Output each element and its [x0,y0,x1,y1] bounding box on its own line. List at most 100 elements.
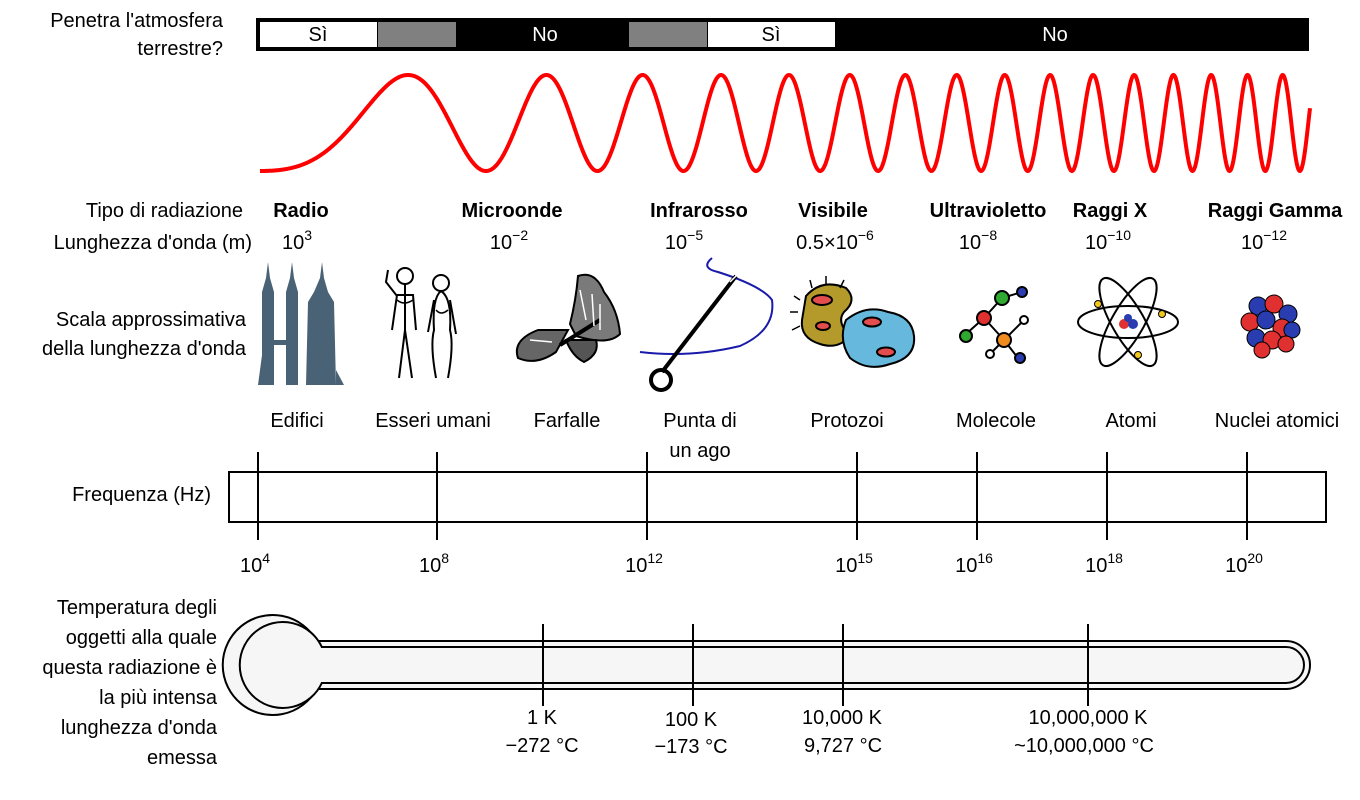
humans-icon [384,267,457,379]
temperature-label-line-4: la più intensa [99,687,218,709]
wavelength-radio-base: 10 [282,232,304,254]
scale-label-punta-line-2: un ago [669,440,730,462]
temperature-tick-lines [542,624,1089,706]
scale-label-punta-line-1: Punta di [663,410,736,432]
needle-icon [639,257,774,392]
protozoa-icon [790,276,916,368]
frequency-tick-2-exp: 8 [441,550,449,566]
wavelength-visibile-base: 0.5×10 [796,232,858,254]
frequency-tick-1-exp: 4 [262,550,270,566]
wavelength-infrarosso-base: 10 [665,232,687,254]
wavelength-visibile: 0.5×10−6 [796,227,874,254]
atmosphere-segment-gray-1 [378,22,456,47]
atmosphere-label-line-2: terrestre? [137,38,223,60]
frequency-tick-4-base: 10 [835,555,857,577]
atmosphere-segment-gray-2 [629,22,707,47]
wavelength-ultravioletto: 10−8 [959,227,997,254]
temperature-tick-2-kelvin: 100 K [665,709,718,731]
frequency-tick-label-2: 108 [419,550,449,577]
frequency-tick-label-7: 1020 [1225,550,1263,577]
temperature-tick-4-celsius: ~10,000,000 °C [1014,735,1154,757]
frequency-tick-label-4: 1015 [835,550,873,577]
frequency-tick-6-base: 10 [1085,555,1107,577]
frequency-tick-label-1: 104 [240,550,270,577]
frequency-tick-6-exp: 18 [1107,550,1123,566]
temperature-label-line-1: Temperatura degli [57,597,217,619]
temperature-tick-1-kelvin: 1 K [527,707,558,729]
type-ultravioletto: Ultravioletto [930,200,1047,222]
wavelength-ultravioletto-exp: −8 [981,227,997,243]
scale-label-edifici: Edifici [270,410,323,432]
molecule-icon [959,286,1029,364]
wavelength-ultravioletto-base: 10 [959,232,981,254]
frequency-tick-7-exp: 20 [1247,550,1263,566]
type-microonde: Microonde [461,200,562,222]
frequency-tick-2-base: 10 [419,555,441,577]
wavelength-microonde-base: 10 [490,232,512,254]
wavelength-radio: 103 [282,227,312,254]
butterfly-icon [516,273,622,364]
frequency-bar [228,471,1327,523]
wavelength-microonde-exp: −2 [512,227,528,243]
buildings-icon [258,262,344,385]
atmosphere-segment-si-1 [260,22,377,47]
wavelength-infrarosso-exp: −5 [687,227,703,243]
frequency-tick-5-exp: 16 [977,550,993,566]
scale-label-nuclei-atomici: Nuclei atomici [1215,410,1339,432]
nucleus-icon [1240,294,1301,359]
temperature-tick-3-kelvin: 10,000 K [802,707,883,729]
frequency-tick-4-exp: 15 [857,550,873,566]
frequency-tick-lines [257,452,1248,540]
type-radio: Radio [273,200,329,222]
wavelength-raggi-x-base: 10 [1085,232,1107,254]
frequency-row-label: Frequenza (Hz) [72,484,211,506]
temperature-label-line-3: questa radiazione è [42,657,217,679]
thermometer-inner [238,621,1305,709]
atmosphere-segment-si-1-label: Sì [309,24,328,46]
wavelength-raggi-gamma-exp: −12 [1263,227,1287,243]
frequency-tick-label-6: 1018 [1085,550,1123,577]
temperature-tick-2-celsius: −173 °C [654,736,727,758]
scale-label-molecole: Molecole [956,410,1036,432]
scale-label-atomi: Atomi [1105,410,1156,432]
frequency-tick-7-base: 10 [1225,555,1247,577]
scale-label-esseri-umani: Esseri umani [375,410,491,432]
atmosphere-segment-no-2-label: No [1042,24,1068,46]
temperature-tick-4-kelvin: 10,000,000 K [1029,707,1149,729]
temperature-label-line-6: emessa [147,747,218,769]
type-row-label: Tipo di radiazione [86,200,243,222]
atmosphere-row: Penetra l'atmosfera terrestre? Sì No Sì … [50,10,1309,60]
temperature-tick-3-celsius: 9,727 °C [804,735,882,757]
atmosphere-segment-no-1-label: No [532,24,558,46]
frequency-tick-3-base: 10 [625,555,647,577]
temperature-tick-1-celsius: −272 °C [505,735,578,757]
wavelength-radio-exp: 3 [304,227,312,243]
frequency-tick-1-base: 10 [240,555,262,577]
wavelength-infrarosso: 10−5 [665,227,703,254]
atmosphere-label-line-1: Penetra l'atmosfera [50,10,224,32]
atmosphere-segment-si-2-label: Sì [762,24,781,46]
scale-row-label-line-2: della lunghezza d'onda [42,338,247,360]
wavelength-raggi-gamma: 10−12 [1241,227,1287,254]
scale-row-label-line-1: Scala approssimativa [56,309,247,331]
wavelength-raggi-x-exp: −10 [1107,227,1131,243]
type-visibile: Visibile [798,200,868,222]
wavelength-microonde: 10−2 [490,227,528,254]
wavelength-row-label: Lunghezza d'onda (m) [54,232,252,254]
frequency-tick-label-3: 1012 [625,550,663,577]
frequency-tick-5-base: 10 [955,555,977,577]
wavelength-visibile-exp: −6 [858,227,874,243]
frequency-tick-label-5: 1016 [955,550,993,577]
temperature-label-line-2: oggetti alla quale [66,627,217,649]
scale-label-farfalle: Farfalle [534,410,601,432]
atom-icon [1077,276,1179,368]
wave-line [260,72,1312,174]
temperature-label-line-5: lunghezza d'onda [61,717,218,739]
atmosphere-segment-si-2 [708,22,835,47]
type-raggi-x: Raggi X [1073,200,1148,222]
frequency-tick-3-exp: 12 [647,550,663,566]
type-raggi-gamma: Raggi Gamma [1208,200,1343,222]
type-infrarosso: Infrarosso [650,200,748,222]
wavelength-raggi-gamma-base: 10 [1241,232,1263,254]
